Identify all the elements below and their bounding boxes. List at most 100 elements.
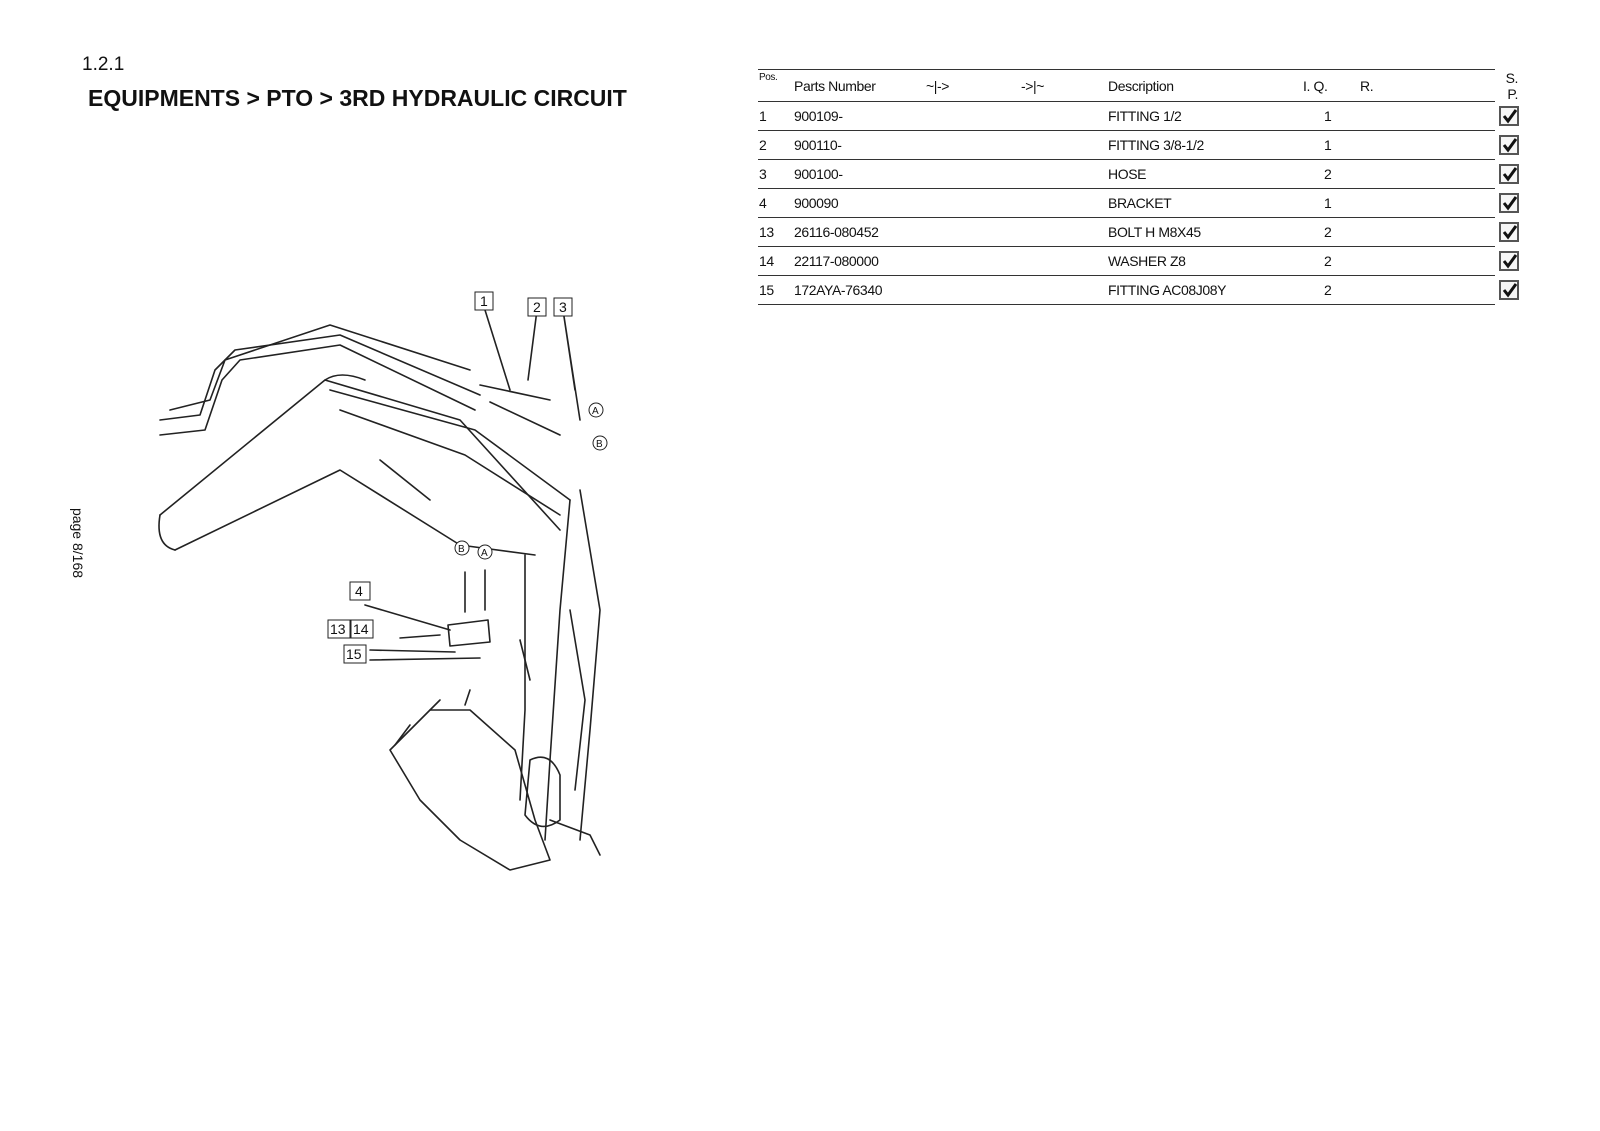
arrow-in-cell bbox=[925, 246, 1020, 276]
svg-text:A: A bbox=[592, 406, 599, 417]
check-icon bbox=[1502, 196, 1518, 211]
spare-part-checkbox[interactable] bbox=[1499, 280, 1519, 300]
svg-text:B: B bbox=[596, 439, 603, 450]
qty-cell: 1 bbox=[1302, 101, 1359, 131]
port-a-bottom: A bbox=[477, 544, 493, 560]
part-number-cell: 26116-080452 bbox=[793, 217, 925, 247]
col-pos: Pos. bbox=[758, 69, 793, 102]
arrow-out-cell bbox=[1020, 101, 1107, 131]
arrow-out-cell bbox=[1020, 246, 1107, 276]
callout-label: 13 bbox=[330, 621, 346, 637]
part-number-cell: 900090 bbox=[793, 188, 925, 218]
parts-table: Pos. Parts Number ~|-> ->|~ Description … bbox=[758, 69, 1520, 305]
arrow-in-cell bbox=[925, 101, 1020, 131]
sp-cell[interactable] bbox=[1495, 247, 1520, 276]
table-header-row: Pos. Parts Number ~|-> ->|~ Description … bbox=[758, 69, 1520, 102]
spare-part-checkbox[interactable] bbox=[1499, 222, 1519, 242]
description-cell: BRACKET bbox=[1107, 188, 1302, 218]
qty-cell: 1 bbox=[1302, 130, 1359, 160]
col-description: Description bbox=[1107, 69, 1302, 102]
callout-3: 3 bbox=[553, 297, 573, 317]
check-icon bbox=[1502, 225, 1518, 240]
check-icon bbox=[1502, 109, 1518, 124]
page-title: EQUIPMENTS > PTO > 3RD HYDRAULIC CIRCUIT bbox=[88, 85, 627, 111]
sp-cell[interactable] bbox=[1495, 131, 1520, 160]
arrow-out-cell bbox=[1020, 159, 1107, 189]
callout-label: 2 bbox=[533, 299, 541, 315]
section-number: 1.2.1 bbox=[82, 54, 125, 75]
port-b-bottom: B bbox=[454, 540, 470, 556]
arrow-out-cell bbox=[1020, 188, 1107, 218]
sp-cell[interactable] bbox=[1495, 102, 1520, 131]
description-cell: HOSE bbox=[1107, 159, 1302, 189]
arrow-in-cell bbox=[925, 188, 1020, 218]
pos-cell: 15 bbox=[758, 275, 793, 305]
spare-part-checkbox[interactable] bbox=[1499, 106, 1519, 126]
r-cell bbox=[1359, 275, 1495, 305]
check-icon bbox=[1502, 254, 1518, 269]
callout-2: 2 bbox=[527, 297, 547, 317]
pos-cell: 2 bbox=[758, 130, 793, 160]
qty-cell: 1 bbox=[1302, 188, 1359, 218]
description-cell: FITTING 1/2 bbox=[1107, 101, 1302, 131]
spare-part-checkbox[interactable] bbox=[1499, 135, 1519, 155]
r-cell bbox=[1359, 159, 1495, 189]
sp-cell[interactable] bbox=[1495, 218, 1520, 247]
callout-label: 4 bbox=[355, 583, 363, 599]
r-cell bbox=[1359, 188, 1495, 218]
check-icon bbox=[1502, 138, 1518, 153]
sp-cell[interactable] bbox=[1495, 189, 1520, 218]
part-number-cell: 900100- bbox=[793, 159, 925, 189]
spare-part-checkbox[interactable] bbox=[1499, 193, 1519, 213]
qty-cell: 2 bbox=[1302, 246, 1359, 276]
arrow-in-cell bbox=[925, 159, 1020, 189]
pos-cell: 4 bbox=[758, 188, 793, 218]
r-cell bbox=[1359, 217, 1495, 247]
r-cell bbox=[1359, 246, 1495, 276]
col-parts-number: Parts Number bbox=[793, 69, 925, 102]
part-number-cell: 900110- bbox=[793, 130, 925, 160]
spare-part-checkbox[interactable] bbox=[1499, 251, 1519, 271]
callout-label: 3 bbox=[559, 299, 567, 315]
port-a-top: A bbox=[588, 402, 604, 418]
svg-text:B: B bbox=[458, 544, 465, 555]
arrow-out-cell bbox=[1020, 130, 1107, 160]
svg-text:A: A bbox=[481, 548, 488, 559]
pos-cell: 13 bbox=[758, 217, 793, 247]
r-cell bbox=[1359, 130, 1495, 160]
check-icon bbox=[1502, 167, 1518, 182]
part-number-cell: 172AYA-76340 bbox=[793, 275, 925, 305]
col-sp: S. P. bbox=[1505, 69, 1519, 102]
sp-cell[interactable] bbox=[1495, 160, 1520, 189]
callout-14: 14 bbox=[350, 619, 374, 639]
description-cell: BOLT H M8X45 bbox=[1107, 217, 1302, 247]
pos-cell: 3 bbox=[758, 159, 793, 189]
col-qty: I. Q. bbox=[1302, 69, 1359, 102]
check-icon bbox=[1502, 283, 1518, 298]
port-b-top: B bbox=[592, 435, 608, 451]
callout-label: 15 bbox=[346, 646, 362, 662]
description-cell: WASHER Z8 bbox=[1107, 246, 1302, 276]
pos-cell: 1 bbox=[758, 101, 793, 131]
qty-cell: 2 bbox=[1302, 159, 1359, 189]
callout-15: 15 bbox=[343, 644, 367, 664]
r-cell bbox=[1359, 101, 1495, 131]
qty-cell: 2 bbox=[1302, 275, 1359, 305]
arrow-in-cell bbox=[925, 275, 1020, 305]
sp-cell[interactable] bbox=[1495, 276, 1520, 305]
pos-cell: 14 bbox=[758, 246, 793, 276]
callout-13: 13 bbox=[327, 619, 351, 639]
callout-label: 1 bbox=[480, 293, 488, 309]
spare-part-checkbox[interactable] bbox=[1499, 164, 1519, 184]
part-number-cell: 900109- bbox=[793, 101, 925, 131]
callout-label: 14 bbox=[353, 621, 369, 637]
arrow-out-cell bbox=[1020, 275, 1107, 305]
col-arrow-out: ->|~ bbox=[1020, 69, 1107, 102]
